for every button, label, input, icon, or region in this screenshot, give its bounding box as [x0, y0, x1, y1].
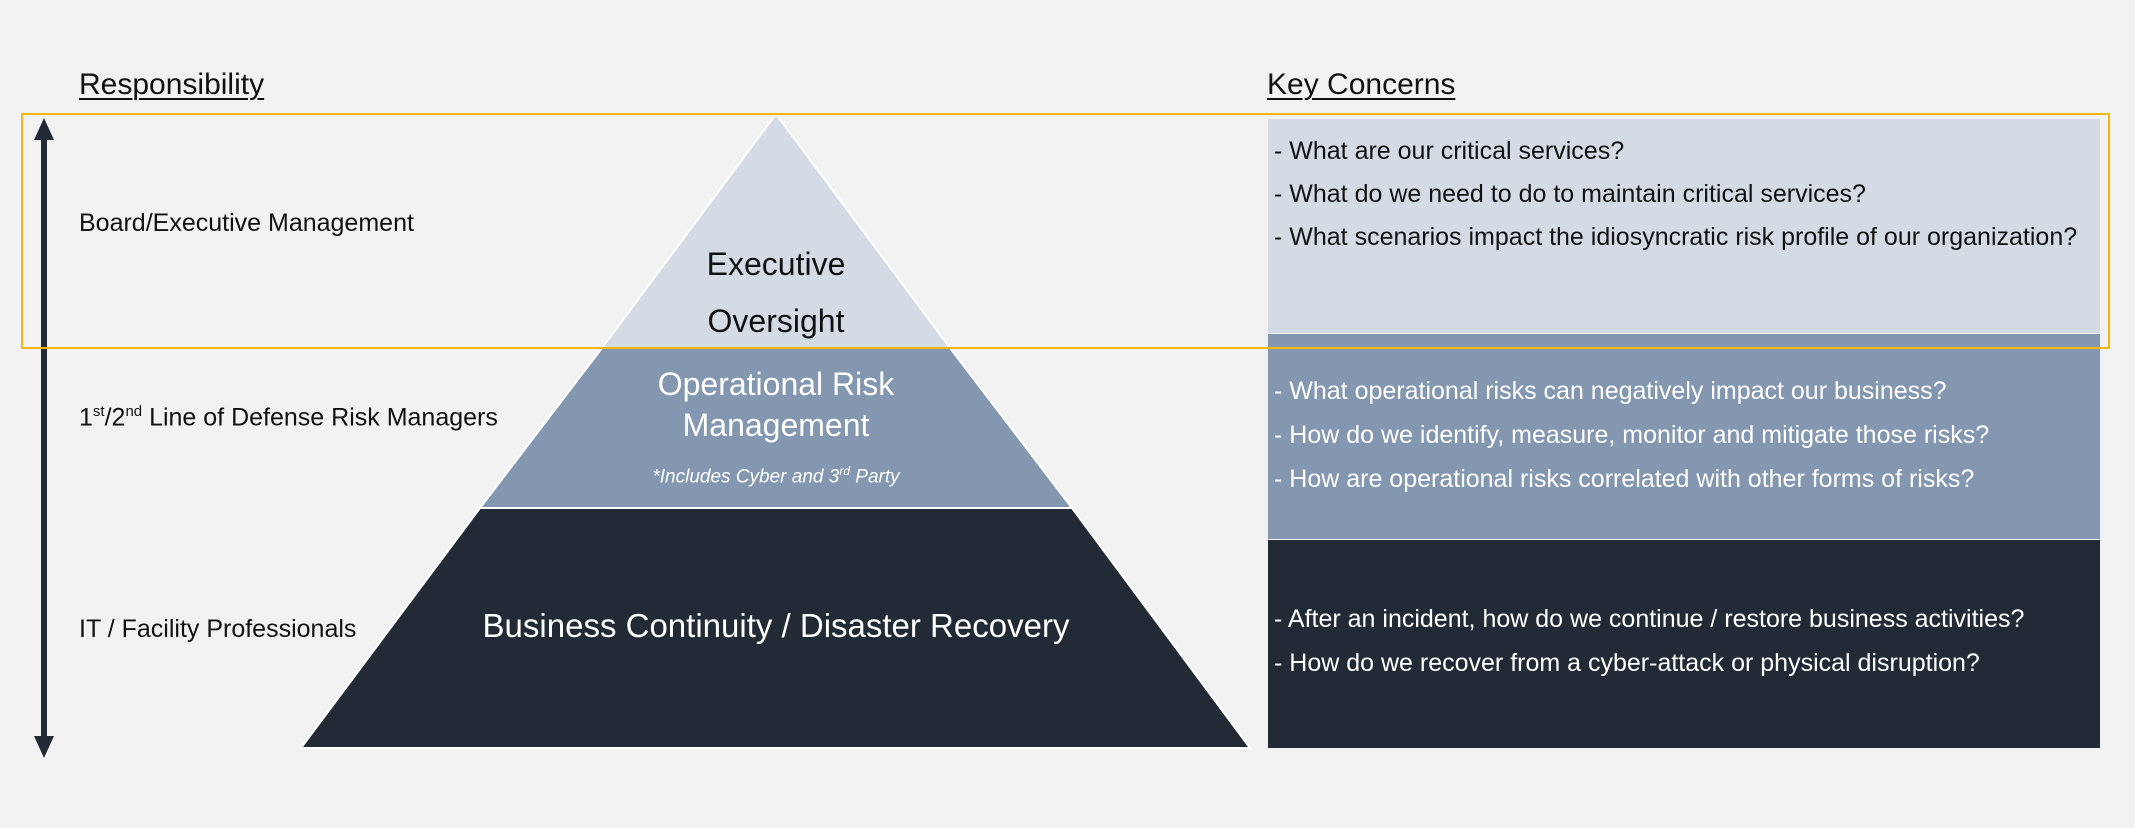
concern-item: - What scenarios impact the idiosyncrati…: [1274, 223, 2078, 251]
responsibility-board: Board/Executive Management: [79, 209, 414, 237]
vertical-double-arrow-icon: [34, 118, 54, 758]
concern-item: - How are operational risks correlated w…: [1274, 465, 1975, 493]
concern-item: - What operational risks can negatively …: [1274, 377, 1947, 405]
tier-bcdr-label: Business Continuity / Disaster Recovery: [482, 607, 1070, 644]
concern-item: - After an incident, how do we continue …: [1274, 605, 2025, 633]
tier-operational-label: Operational Risk Management: [576, 364, 976, 446]
pyramid-tier-bcdr: [299, 507, 1252, 749]
concerns-executive-box: - What are our critical services? - What…: [1268, 119, 2100, 333]
responsibility-lines-of-defense: 1st/2nd Line of Defense Risk Managers: [79, 403, 498, 432]
concern-item: - What do we need to do to maintain crit…: [1274, 180, 1866, 208]
tier-executive-label: Executive Oversight: [676, 236, 876, 350]
tier-executive-line2: Oversight: [707, 303, 845, 339]
concerns-bcdr-box: - After an incident, how do we continue …: [1268, 540, 2100, 748]
responsibility-heading: Responsibility: [79, 68, 265, 101]
key-concerns-heading: Key Concerns: [1267, 68, 1456, 101]
tier-operational-note: *Includes Cyber and 3rd Party: [652, 464, 900, 488]
concern-item: - How do we recover from a cyber-attack …: [1274, 649, 1980, 677]
tier-operational-line2: Management: [682, 407, 870, 443]
concern-item: - What are our critical services?: [1274, 137, 1625, 165]
concerns-operational-box: - What operational risks can negatively …: [1268, 334, 2100, 539]
concern-item: - How do we identify, measure, monitor a…: [1274, 421, 1990, 449]
tier-executive-line1: Executive: [706, 246, 846, 282]
responsibility-it-facility: IT / Facility Professionals: [79, 615, 357, 643]
tier-operational-line1: Operational Risk: [657, 366, 895, 402]
